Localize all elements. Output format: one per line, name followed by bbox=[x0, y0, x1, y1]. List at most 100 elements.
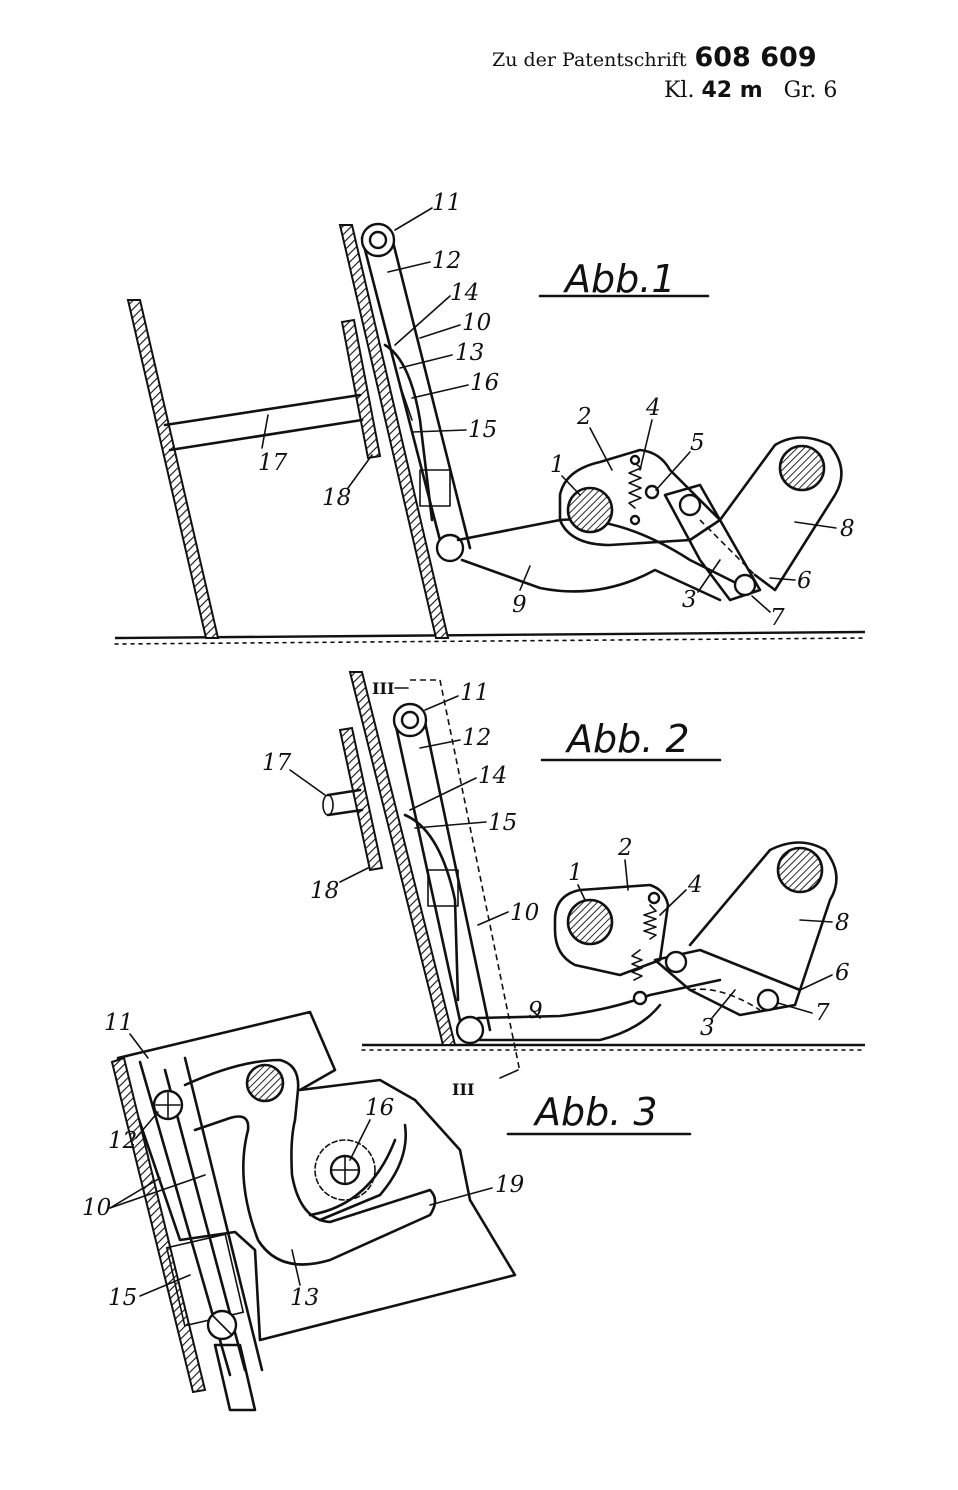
fig3-part-16-outer bbox=[314, 1139, 376, 1201]
fig1-spring-anchor-bottom bbox=[629, 514, 641, 526]
fig3-hatched-strip bbox=[110, 1056, 207, 1394]
fig2-shaft-1 bbox=[566, 898, 614, 946]
fig3-leader-19 bbox=[429, 1187, 493, 1206]
fig1-label-8: 8 bbox=[840, 516, 855, 542]
patent-class-header: Kl. 42 m Gr. 6 bbox=[664, 78, 837, 103]
fig3-label-11: 11 bbox=[104, 1010, 133, 1036]
fig2-label-14: 14 bbox=[478, 763, 507, 789]
fig1-leader-13 bbox=[399, 354, 453, 369]
fig1-label-10: 10 bbox=[462, 310, 491, 336]
fig3-leader-15 bbox=[139, 1274, 191, 1297]
fig1-label-12: 12 bbox=[432, 248, 461, 274]
fig1-leader-1 bbox=[561, 475, 581, 496]
fig1-leader-9 bbox=[519, 565, 531, 591]
fig2-leader-8 bbox=[799, 919, 833, 923]
fig1-ground-hatch bbox=[114, 637, 866, 645]
fig2-label-6: 6 bbox=[835, 960, 850, 986]
fig2-section-arrows bbox=[394, 687, 519, 1079]
fig1-leader-17 bbox=[261, 414, 269, 449]
fig1-backrest-plate bbox=[338, 224, 450, 639]
fig1-leader-15 bbox=[411, 429, 467, 433]
fig1-leader-14 bbox=[394, 295, 451, 346]
fig2-label-12: 12 bbox=[462, 725, 491, 751]
fig2-leader-2 bbox=[624, 859, 629, 891]
fig2-leader-11 bbox=[424, 695, 459, 711]
fig2-pin-7 bbox=[756, 988, 780, 1012]
fig3-part-16-cross bbox=[330, 1155, 360, 1185]
fig1-label-7: 7 bbox=[770, 605, 785, 631]
fig3-label-19: 19 bbox=[495, 1172, 524, 1198]
fig1-rod-17 bbox=[163, 393, 364, 452]
fig1-label-1: 1 bbox=[550, 452, 565, 478]
figure-1 bbox=[114, 222, 866, 645]
fig1-label-18: 18 bbox=[322, 485, 351, 511]
fig2-lever-3-pivot bbox=[664, 950, 688, 974]
figure-2 bbox=[322, 671, 866, 1073]
fig1-pivot-11-inner bbox=[368, 230, 388, 250]
fig1-rear-post bbox=[126, 299, 220, 639]
fig2-leader-4 bbox=[659, 889, 687, 916]
fig2-pin-17 bbox=[326, 788, 364, 817]
fig2-section-mark-top: III bbox=[372, 679, 394, 698]
fig2-label-10: 10 bbox=[510, 900, 539, 926]
fig2-leader-7 bbox=[777, 1002, 813, 1014]
fig2-section-mark-bottom: III bbox=[452, 1080, 474, 1099]
fig2-leader-6 bbox=[799, 974, 833, 991]
fig1-leader-2 bbox=[589, 427, 613, 471]
fig2-part-block bbox=[427, 869, 459, 907]
patent-reference-text: Zu der Patentschrift bbox=[492, 49, 687, 71]
fig2-label-4: 4 bbox=[687, 872, 703, 898]
fig1-leader-7 bbox=[751, 595, 771, 613]
fig2-leader-10 bbox=[477, 911, 509, 926]
fig1-title: Abb.1 bbox=[562, 257, 676, 301]
fig2-label-3: 3 bbox=[700, 1015, 715, 1041]
fig3-slot-arc bbox=[318, 1123, 407, 1222]
fig3-label-16: 16 bbox=[365, 1095, 394, 1121]
fig1-leader-10 bbox=[419, 324, 461, 339]
fig2-part-15 bbox=[403, 813, 460, 1002]
fig3-leader-10a bbox=[109, 1177, 161, 1209]
fig1-ground-line bbox=[114, 630, 866, 640]
fig1-leader-11 bbox=[394, 207, 433, 231]
fig2-leader-3 bbox=[711, 989, 736, 1019]
fig3-label-15: 15 bbox=[108, 1285, 137, 1311]
fig1-bracket-8 bbox=[718, 436, 843, 592]
fig2-bracket-8 bbox=[688, 841, 838, 992]
fig1-bracket-18 bbox=[340, 318, 382, 460]
fig1-leader-4 bbox=[639, 419, 653, 471]
fig2-leader-18 bbox=[339, 867, 369, 883]
fig1-leader-12 bbox=[387, 261, 431, 273]
fig3-title: Abb. 3 bbox=[532, 1090, 658, 1134]
fig3-leader-16 bbox=[349, 1119, 371, 1161]
fig1-leader-16 bbox=[411, 384, 469, 399]
fig2-lower-pin bbox=[632, 990, 648, 1006]
fig2-leader-1 bbox=[577, 884, 586, 901]
fig2-spring-4 bbox=[631, 904, 657, 981]
fig2-pivot-11-inner bbox=[400, 710, 420, 730]
fig1-part-15-block bbox=[419, 469, 451, 507]
fig2-label-1: 1 bbox=[568, 860, 583, 886]
fig2-label-11: 11 bbox=[460, 680, 489, 706]
fig3-pivot-12-cross bbox=[155, 1092, 181, 1118]
fig2-lower-pivot bbox=[455, 1015, 485, 1045]
fig3-leader-11 bbox=[129, 1033, 149, 1059]
fig1-hidden-edge bbox=[699, 519, 756, 576]
fig1-pin-5 bbox=[644, 484, 660, 500]
fig1-label-17: 17 bbox=[258, 450, 288, 476]
class-label: Kl. bbox=[664, 78, 695, 103]
fig2-bracket-8-shaft bbox=[776, 846, 824, 894]
fig3-slot-arc-inner bbox=[308, 1138, 397, 1217]
fig1-label-6: 6 bbox=[797, 568, 812, 594]
fig2-title: Abb. 2 bbox=[564, 717, 690, 761]
fig3-arm-13 bbox=[183, 1058, 437, 1266]
fig1-label-5: 5 bbox=[690, 430, 705, 456]
fig1-label-4: 4 bbox=[645, 395, 661, 421]
fig3-screw-slot bbox=[211, 1314, 233, 1336]
fig2-backrest-plate bbox=[348, 671, 457, 1046]
fig3-lower-fitting bbox=[213, 1343, 257, 1412]
fig1-label-16: 16 bbox=[470, 370, 499, 396]
fig1-spring-anchor-top bbox=[629, 454, 641, 466]
fig3-housing-outline bbox=[116, 1010, 517, 1342]
